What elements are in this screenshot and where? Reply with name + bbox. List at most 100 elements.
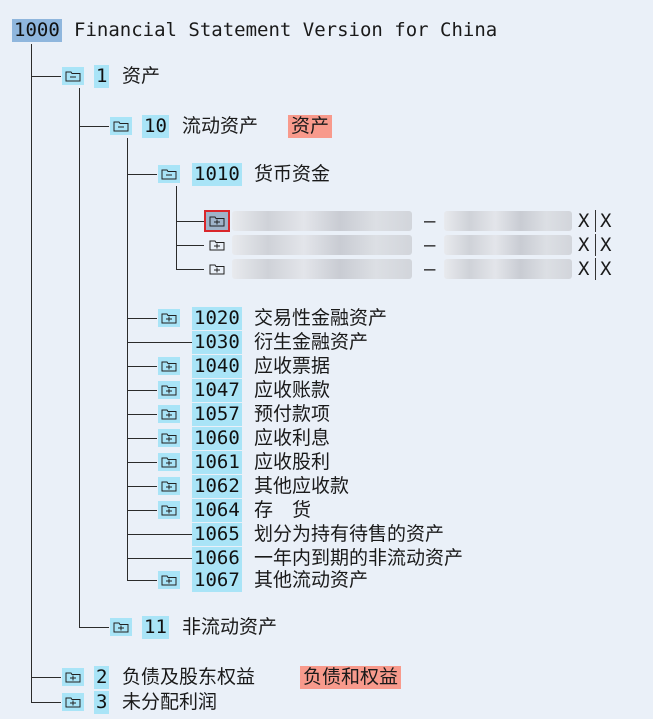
node-1060-label: 应收利息 bbox=[254, 427, 331, 449]
folder-plus-icon[interactable] bbox=[62, 693, 84, 711]
folder-plus-icon[interactable] bbox=[158, 571, 180, 589]
account-flag: X bbox=[600, 258, 612, 280]
node-1066-code[interactable]: 1066 bbox=[192, 547, 242, 570]
node-1067-code[interactable]: 1067 bbox=[192, 569, 242, 592]
masked-account-range bbox=[444, 211, 572, 231]
node-10-label: 流动资产 bbox=[182, 115, 259, 137]
folder-plus-icon[interactable] bbox=[158, 405, 180, 423]
node-1062-code[interactable]: 1062 bbox=[192, 475, 242, 498]
tree-line bbox=[127, 462, 157, 463]
tree-line bbox=[127, 414, 157, 415]
node-1057-code[interactable]: 1057 bbox=[192, 403, 242, 426]
account-flag: X bbox=[578, 234, 590, 256]
folder-plus-icon[interactable] bbox=[158, 357, 180, 375]
tree-line bbox=[79, 627, 109, 628]
tree-line bbox=[176, 269, 204, 270]
node-11-code[interactable]: 11 bbox=[142, 616, 169, 639]
masked-account-name bbox=[232, 211, 412, 231]
tree-line bbox=[176, 245, 204, 246]
tree-line bbox=[127, 534, 193, 535]
tree-line-assets bbox=[79, 88, 80, 627]
node-1047-label: 应收账款 bbox=[254, 379, 331, 401]
account-separator: – bbox=[424, 234, 436, 256]
tree-line bbox=[31, 677, 61, 678]
tree-line bbox=[127, 510, 157, 511]
folder-plus-icon[interactable] bbox=[206, 236, 228, 254]
tree-line bbox=[79, 126, 109, 127]
node-1040-label: 应收票据 bbox=[254, 355, 331, 377]
tree-line-cash bbox=[176, 186, 177, 269]
account-separator: – bbox=[424, 258, 436, 280]
column-divider bbox=[595, 210, 596, 232]
node-2-label: 负债及股东权益 bbox=[122, 666, 256, 688]
node-1060-code[interactable]: 1060 bbox=[192, 427, 242, 450]
masked-account-range bbox=[444, 235, 572, 255]
account-flag: X bbox=[600, 210, 612, 232]
account-flag: X bbox=[578, 210, 590, 232]
tree-line bbox=[127, 366, 157, 367]
node-1020-label: 交易性金融资产 bbox=[254, 307, 388, 329]
folder-plus-icon[interactable] bbox=[62, 668, 84, 686]
node-1066-label: 一年内到期的非流动资产 bbox=[254, 547, 464, 569]
column-divider bbox=[595, 258, 596, 280]
tree-line bbox=[31, 76, 61, 77]
node-10-tag: 资产 bbox=[288, 115, 333, 138]
node-1065-label: 划分为持有待售的资产 bbox=[254, 523, 445, 545]
node-1-label: 资产 bbox=[122, 65, 161, 87]
tree-line bbox=[127, 390, 157, 391]
masked-account-name bbox=[232, 235, 412, 255]
node-1061-code[interactable]: 1061 bbox=[192, 451, 242, 474]
folder-plus-icon[interactable] bbox=[158, 381, 180, 399]
node-1030-code[interactable]: 1030 bbox=[192, 331, 242, 354]
folder-plus-icon[interactable] bbox=[158, 309, 180, 327]
node-1-code[interactable]: 1 bbox=[94, 65, 110, 88]
node-3-label: 未分配利润 bbox=[122, 691, 218, 713]
tree-line bbox=[127, 174, 157, 175]
folder-plus-icon[interactable] bbox=[206, 260, 228, 278]
folder-plus-icon[interactable] bbox=[158, 453, 180, 471]
tree-line bbox=[127, 486, 157, 487]
node-1057-label: 预付款项 bbox=[254, 403, 331, 425]
node-1064-label: 存 货 bbox=[254, 499, 312, 521]
column-divider bbox=[595, 234, 596, 256]
tree-line-root bbox=[31, 44, 32, 703]
masked-account-name bbox=[232, 259, 412, 279]
folder-open-icon[interactable] bbox=[110, 117, 132, 135]
node-1064-code[interactable]: 1064 bbox=[192, 499, 242, 522]
node-2-code[interactable]: 2 bbox=[94, 666, 110, 689]
root-title: Financial Statement Version for China bbox=[74, 19, 498, 41]
folder-open-icon[interactable] bbox=[158, 165, 180, 183]
node-1010-code[interactable]: 1010 bbox=[192, 163, 242, 186]
root-code[interactable]: 1000 bbox=[12, 19, 62, 42]
node-3-code[interactable]: 3 bbox=[94, 691, 110, 714]
node-1047-code[interactable]: 1047 bbox=[192, 379, 242, 402]
tree-line bbox=[127, 438, 157, 439]
tree-line bbox=[127, 580, 157, 581]
folder-plus-icon[interactable] bbox=[158, 429, 180, 447]
node-1065-code[interactable]: 1065 bbox=[192, 523, 242, 546]
node-1067-label: 其他流动资产 bbox=[254, 569, 369, 591]
folder-plus-icon[interactable] bbox=[110, 618, 132, 636]
tree-line bbox=[127, 558, 193, 559]
folder-open-icon[interactable] bbox=[62, 67, 84, 85]
folder-plus-icon[interactable] bbox=[204, 210, 230, 232]
account-flag: X bbox=[578, 258, 590, 280]
node-1030-label: 衍生金融资产 bbox=[254, 331, 369, 353]
node-10-code[interactable]: 10 bbox=[142, 115, 169, 138]
node-2-tag: 负债和权益 bbox=[300, 666, 402, 689]
node-1040-code[interactable]: 1040 bbox=[192, 355, 242, 378]
node-1020-code[interactable]: 1020 bbox=[192, 307, 242, 330]
masked-account-range bbox=[444, 259, 572, 279]
tree-line bbox=[127, 318, 157, 319]
folder-plus-icon[interactable] bbox=[158, 477, 180, 495]
account-separator: – bbox=[424, 210, 436, 232]
node-1010-label: 货币资金 bbox=[254, 163, 331, 185]
node-11-label: 非流动资产 bbox=[182, 616, 278, 638]
account-flag: X bbox=[600, 234, 612, 256]
tree-line-current bbox=[127, 138, 128, 580]
folder-plus-icon[interactable] bbox=[158, 501, 180, 519]
tree-line bbox=[127, 342, 193, 343]
tree-line bbox=[176, 221, 204, 222]
node-1062-label: 其他应收款 bbox=[254, 475, 350, 497]
